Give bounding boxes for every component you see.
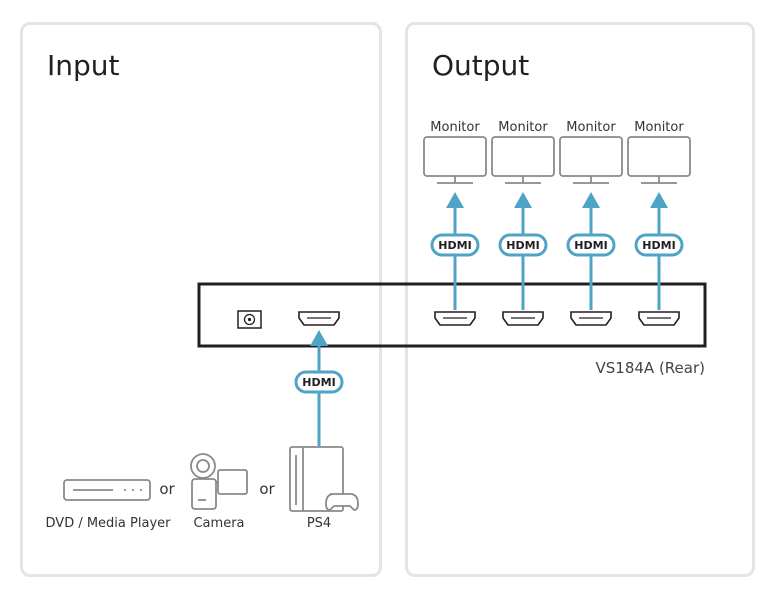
output-panel: Output	[405, 22, 755, 577]
arrow-up-icon	[514, 192, 532, 208]
output-hdmi-label: HDMI	[642, 239, 675, 252]
monitor-label: Monitor	[498, 120, 548, 135]
output-2: HDMI Monitor	[491, 120, 555, 310]
monitor-icon	[491, 136, 555, 184]
monitor-icon	[559, 136, 623, 184]
monitor-label: Monitor	[430, 120, 480, 135]
arrow-up-icon	[446, 192, 464, 208]
output-1: HDMI Monitor	[423, 120, 487, 310]
device-label-ps4: PS4	[307, 516, 331, 531]
monitor-label: Monitor	[634, 120, 684, 135]
input-hdmi-label: HDMI	[302, 376, 335, 389]
monitor-label: Monitor	[566, 120, 616, 135]
input-title: Input	[47, 49, 120, 82]
arrow-up-icon	[582, 192, 600, 208]
power-port-icon	[237, 310, 262, 329]
or-separator: or	[159, 480, 175, 498]
input-panel: Input	[20, 22, 382, 577]
output-hdmi-label: HDMI	[574, 239, 607, 252]
monitor-icon	[627, 136, 691, 184]
input-hdmi-cable: HDMI	[294, 330, 344, 446]
media-player-icon	[63, 479, 151, 501]
device-label-media-player: DVD / Media Player	[46, 516, 172, 531]
output-hdmi-label: HDMI	[506, 239, 539, 252]
monitor-icon	[423, 136, 487, 184]
ps4-icon	[289, 446, 359, 512]
camera-icon	[190, 453, 248, 510]
vs184a-device-box	[197, 282, 707, 348]
arrow-up-icon	[650, 192, 668, 208]
output-hdmi-label: HDMI	[438, 239, 471, 252]
device-caption: VS184A (Rear)	[596, 359, 705, 377]
or-separator: or	[259, 480, 275, 498]
output-3: HDMI Monitor	[559, 120, 623, 310]
device-label-camera: Camera	[193, 516, 244, 531]
output-title: Output	[432, 49, 530, 82]
output-4: HDMI Monitor	[627, 120, 691, 310]
